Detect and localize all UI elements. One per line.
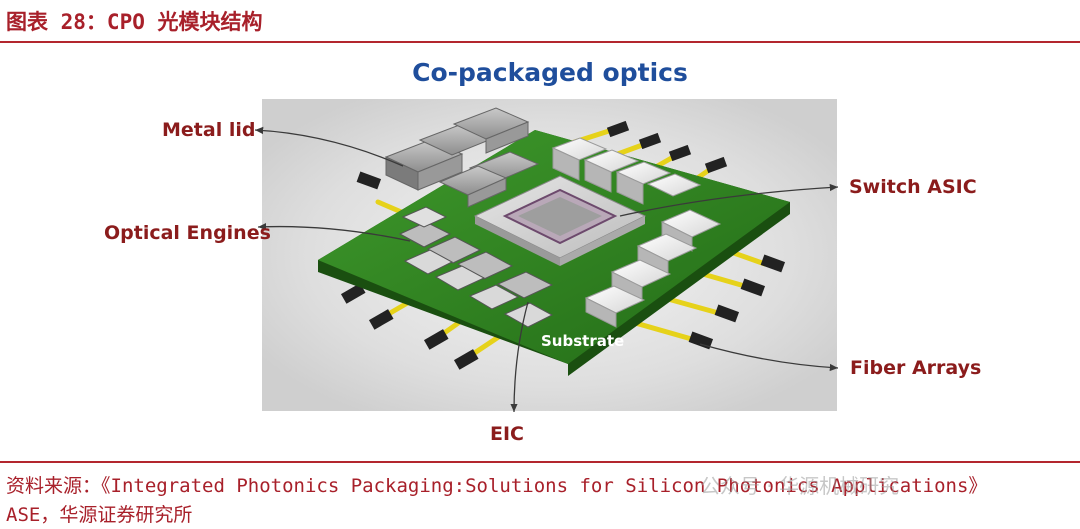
watermark: 公众号 · 华源机械研究 [700,470,899,499]
figure-title: 图表 28：CPO 光模块结构 [6,6,263,36]
label-metal-lid: Metal lid [162,119,255,141]
label-eic: EIC [490,423,524,445]
label-substrate: Substrate [541,332,624,350]
source-line-2: ASE，华源证券研究所 [6,500,192,527]
cpo-diagram: Co-packaged optics Metal lid Optical Eng… [0,44,1080,459]
label-fiber-arrays: Fiber Arrays [850,357,981,379]
source-divider [0,461,1080,463]
label-switch-asic: Switch ASIC [849,176,977,198]
diagram-heading: Co-packaged optics [412,58,688,87]
label-optical-engines: Optical Engines [104,222,271,244]
title-divider [0,41,1080,43]
